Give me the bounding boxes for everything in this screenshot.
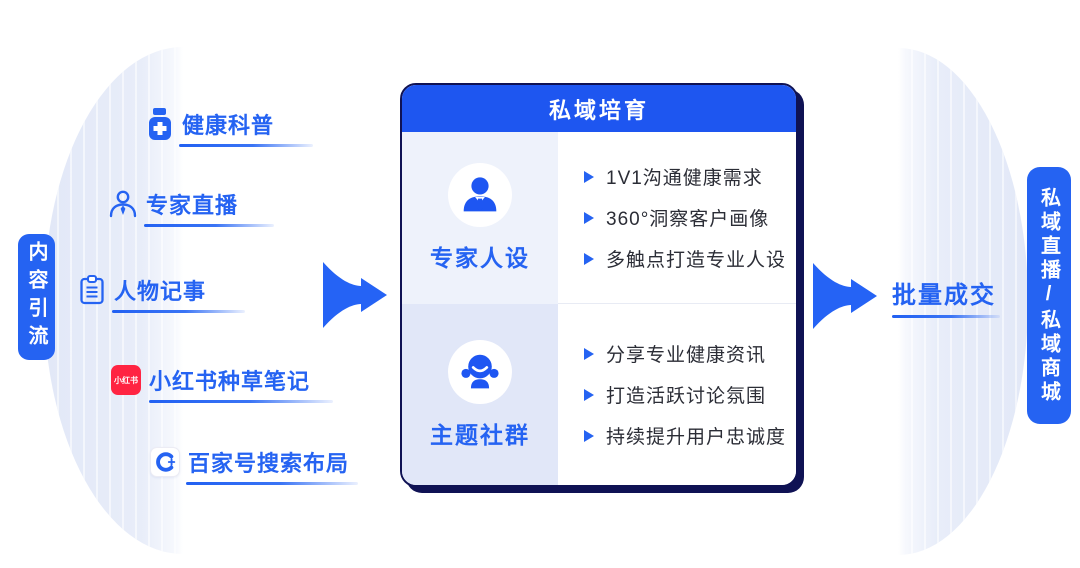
bullet-text: 1V1沟通健康需求 bbox=[606, 168, 763, 189]
source-item-personal-stories: 人物记事 bbox=[78, 274, 245, 313]
bullet-text: 多触点打造专业人设 bbox=[606, 250, 787, 271]
community-mascot-icon bbox=[461, 354, 499, 388]
medicine-bottle-icon bbox=[146, 108, 174, 140]
source-row: 人物记事 bbox=[78, 274, 245, 306]
xiaohongshu-icon-text: 小红书 bbox=[114, 375, 138, 385]
bullet-item: 打造活跃讨论氛围 bbox=[584, 381, 796, 408]
flow-arrow-left-icon bbox=[322, 261, 388, 334]
content-traffic-pill: 内容引流 bbox=[18, 234, 55, 360]
card-header: 私域培育 bbox=[402, 85, 796, 132]
section-expert-persona: 专家人设 1V1沟通健康需求 360°洞察客户画像 多触点打造专业人设 bbox=[402, 132, 796, 304]
bullet-item: 多触点打造专业人设 bbox=[584, 245, 796, 272]
bullet-text: 持续提升用户忠诚度 bbox=[606, 427, 787, 448]
bullet-text: 打造活跃讨论氛围 bbox=[606, 386, 767, 407]
flow-arrow-right-icon bbox=[812, 262, 878, 335]
expert-avatar-icon bbox=[463, 177, 497, 212]
bullet-triangle-icon bbox=[584, 252, 594, 265]
source-underline bbox=[149, 400, 333, 403]
bullet-triangle-icon bbox=[584, 347, 594, 360]
bullet-text: 360°洞察客户画像 bbox=[606, 209, 770, 230]
person-icon bbox=[108, 189, 138, 219]
icon-circle bbox=[448, 163, 512, 227]
source-underline bbox=[186, 482, 358, 485]
section-left-panel: 专家人设 bbox=[402, 132, 558, 304]
outcome-label: 批量成交 bbox=[892, 282, 996, 309]
content-traffic-label: 内容引流 bbox=[25, 241, 47, 353]
icon-circle bbox=[448, 339, 512, 404]
private-channels-label: 私域直播/私域商城 bbox=[1037, 186, 1060, 405]
bullet-item: 持续提升用户忠诚度 bbox=[584, 422, 796, 449]
source-label: 专家直播 bbox=[146, 193, 239, 218]
bullet-item: 360°洞察客户画像 bbox=[584, 204, 796, 231]
source-item-health-science: 健康科普 bbox=[146, 108, 313, 147]
bullet-triangle-icon bbox=[584, 429, 594, 442]
baijiahao-icon bbox=[150, 447, 180, 477]
private-domain-card: 私域培育 专家人设 1V1沟通健康需求 bbox=[400, 83, 798, 487]
bullet-item: 1V1沟通健康需求 bbox=[584, 163, 796, 190]
section-bullet-list: 1V1沟通健康需求 360°洞察客户画像 多触点打造专业人设 bbox=[558, 132, 796, 304]
section-label: 专家人设 bbox=[430, 245, 530, 271]
source-row: 专家直播 bbox=[108, 188, 274, 220]
section-bullet-list: 分享专业健康资讯 打造活跃讨论氛围 持续提升用户忠诚度 bbox=[558, 304, 796, 485]
source-underline bbox=[144, 224, 274, 227]
outcome-block: 批量成交 bbox=[892, 275, 1000, 318]
source-underline bbox=[112, 310, 245, 313]
source-item-expert-live: 专家直播 bbox=[108, 188, 274, 227]
source-underline bbox=[179, 144, 313, 147]
xiaohongshu-icon: 小红书 bbox=[111, 365, 141, 395]
bullet-text: 分享专业健康资讯 bbox=[606, 345, 767, 366]
bullet-triangle-icon bbox=[584, 170, 594, 183]
source-label: 小红书种草笔记 bbox=[149, 369, 311, 394]
source-row: 百家号搜索布局 bbox=[150, 446, 358, 478]
card-title: 私域培育 bbox=[548, 97, 649, 123]
clipboard-icon bbox=[78, 275, 106, 305]
source-label: 健康科普 bbox=[182, 113, 275, 138]
source-row: 小红书 小红书种草笔记 bbox=[111, 364, 333, 396]
section-left-panel: 主题社群 bbox=[402, 304, 558, 485]
source-row: 健康科普 bbox=[146, 108, 313, 140]
source-label: 人物记事 bbox=[114, 279, 207, 304]
source-item-baijiahao-seo: 百家号搜索布局 bbox=[150, 446, 358, 485]
bullet-triangle-icon bbox=[584, 211, 594, 224]
section-themed-community: 主题社群 分享专业健康资讯 打造活跃讨论氛围 持续提升用户忠诚度 bbox=[402, 304, 796, 485]
bullet-triangle-icon bbox=[584, 388, 594, 401]
outcome-underline bbox=[892, 315, 1000, 318]
section-label: 主题社群 bbox=[430, 421, 530, 448]
source-item-xiaohongshu-notes: 小红书 小红书种草笔记 bbox=[111, 364, 333, 403]
bullet-item: 分享专业健康资讯 bbox=[584, 340, 796, 367]
private-channels-pill: 私域直播/私域商城 bbox=[1027, 167, 1071, 424]
source-label: 百家号搜索布局 bbox=[188, 451, 350, 476]
